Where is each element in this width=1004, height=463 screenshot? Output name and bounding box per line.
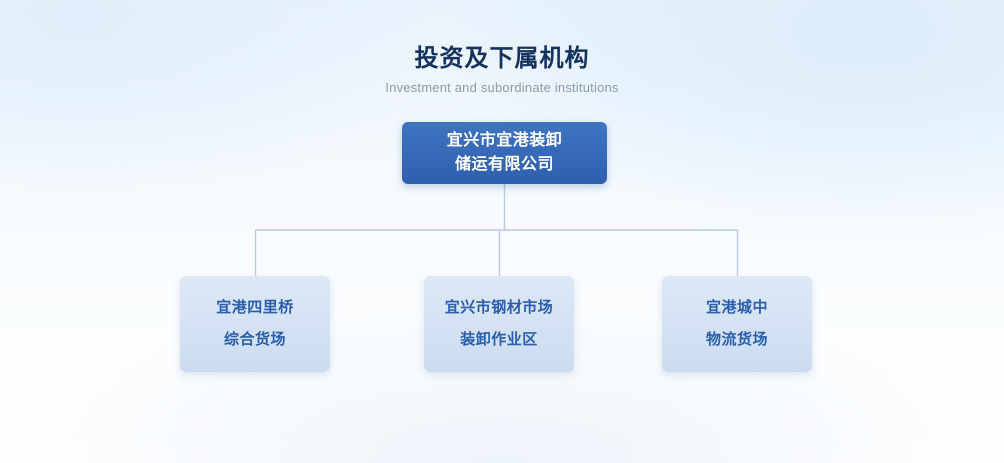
page-heading: 投资及下属机构 Investment and subordinate insti… (0, 44, 1004, 96)
org-node-root-line1: 宜兴市宜港装卸 (446, 132, 563, 149)
org-node-child-1[interactable]: 宜港四里桥 综合货场 (180, 276, 330, 372)
org-node-child-3[interactable]: 宜港城中 物流货场 (662, 276, 812, 372)
org-node-child-3-line2: 物流货场 (705, 331, 768, 348)
org-node-child-2-line1: 宜兴市钢材市场 (444, 299, 554, 316)
org-node-child-2-line2: 装卸作业区 (460, 331, 538, 348)
page-title: 投资及下属机构 (414, 45, 590, 72)
org-node-child-1-line1: 宜港四里桥 (216, 299, 294, 316)
org-node-child-1-line2: 综合货场 (223, 331, 286, 348)
org-node-root-line2: 储运有限公司 (454, 156, 554, 173)
org-node-child-2[interactable]: 宜兴市钢材市场 装卸作业区 (424, 276, 574, 372)
org-node-root[interactable]: 宜兴市宜港装卸 储运有限公司 (402, 122, 607, 184)
page-subtitle: Investment and subordinate institutions (385, 80, 619, 95)
org-node-child-3-line1: 宜港城中 (705, 299, 768, 316)
